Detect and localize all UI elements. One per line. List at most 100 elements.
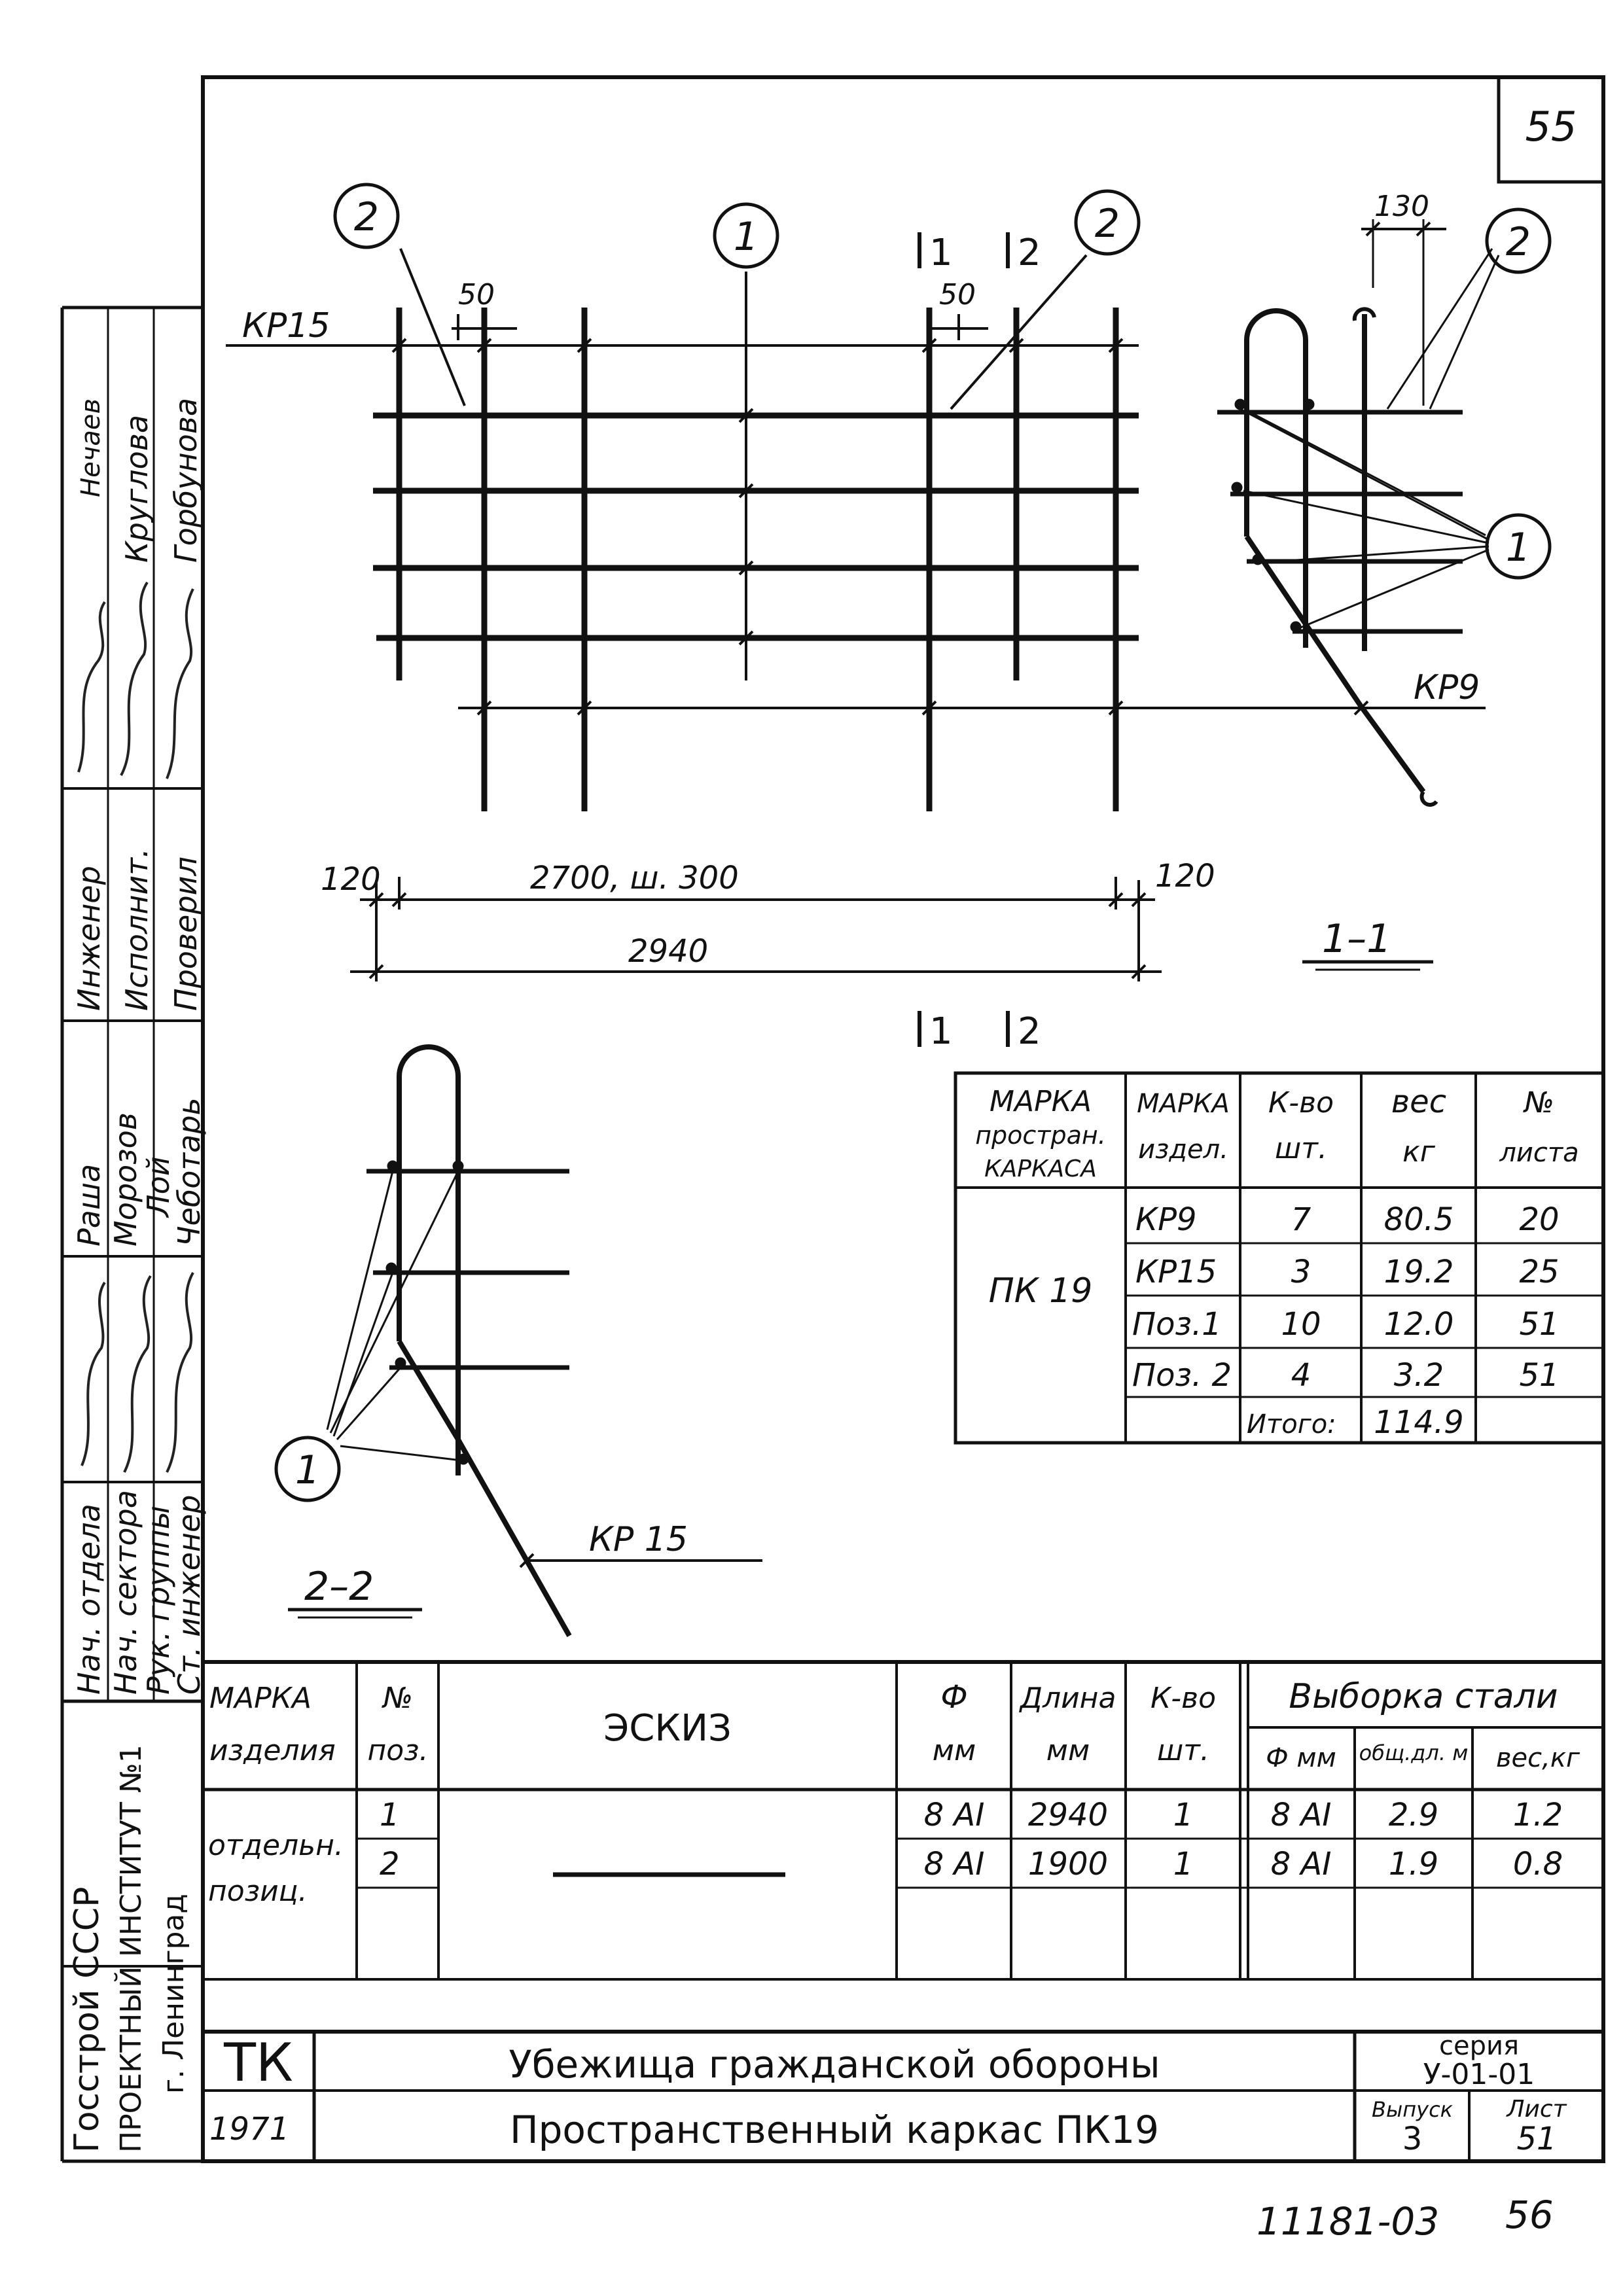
svg-text:поз.: поз. [367, 1734, 428, 1767]
dim-50: 50 [939, 278, 976, 311]
table-cell: 12.0 [1384, 1306, 1454, 1343]
callout-number: 2 [1095, 201, 1120, 247]
svg-text:Горбунова: Горбунова [168, 398, 204, 563]
section-mark: 1 [929, 1010, 953, 1053]
svg-text:шт.: шт. [1275, 1132, 1327, 1165]
svg-text:МАРКА: МАРКА [990, 1085, 1092, 1118]
svg-text:мм: мм [933, 1734, 976, 1767]
svg-text:К-во: К-во [1150, 1682, 1216, 1715]
dim-right: 120 [1155, 858, 1215, 894]
svg-text:листа: листа [1499, 1138, 1578, 1168]
archive-number: 11181-03 [1257, 2199, 1439, 2244]
total-value: 114.9 [1374, 1404, 1463, 1441]
svg-text:Лой: Лой [141, 1156, 176, 1218]
title-line-1: Убежища гражданской обороны [508, 2042, 1160, 2087]
table-cell: 3.2 [1394, 1357, 1444, 1394]
section-mark: 2 [1018, 232, 1041, 274]
svg-text:шт.: шт. [1157, 1734, 1209, 1767]
dim-left: 120 [321, 861, 381, 898]
table-cell: 10 [1281, 1306, 1321, 1343]
svg-text:Ст. инженер: Ст. инженер [171, 1495, 207, 1695]
table-cell: 2.9 [1389, 1797, 1438, 1833]
svg-text:кг: кг [1402, 1135, 1436, 1169]
table-cell: 51 [1519, 1306, 1559, 1343]
title-line-2: Пространственный каркас ПК19 [510, 2108, 1159, 2152]
table-cell: 1 [380, 1797, 400, 1833]
callout-circle [1074, 189, 1141, 256]
callout-circle [274, 1436, 341, 1502]
bottom-table-header: МАРКА изделия № поз. ЭСКИЗ Ф мм Длина мм… [209, 1677, 1580, 1773]
dim-total: 2940 [628, 933, 708, 970]
svg-text:позиц.: позиц. [208, 1875, 308, 1908]
mark-kr15: КР15 [242, 306, 330, 345]
table-cell: 3 [1291, 1254, 1311, 1290]
svg-text:Выборка стали: Выборка стали [1289, 1677, 1558, 1716]
spec-table [954, 1071, 1605, 1445]
callout-number: 2 [1506, 219, 1531, 265]
callout-number: 2 [354, 194, 379, 240]
svg-text:мм: мм [1046, 1734, 1090, 1767]
table-cell: 25 [1519, 1254, 1559, 1290]
spec-table-header: МАРКА простран. КАРКАСА МАРКА издел. К-в… [975, 1084, 1578, 1182]
table-cell: 20 [1519, 1201, 1559, 1238]
mark-kr9: КР9 [1414, 668, 1480, 707]
svg-text:Чеботарь: Чеботарь [171, 1097, 207, 1246]
bottom-table-rows: отдельн. позиц. 1 8 АI 2940 1 8 АI 2.9 1… [208, 1797, 1563, 1908]
mark-kr15: КР 15 [589, 1520, 688, 1559]
table-cell: 2940 [1028, 1797, 1108, 1833]
svg-text:вес: вес [1391, 1084, 1446, 1120]
svg-text:КАРКАСА: КАРКАСА [984, 1156, 1097, 1182]
spec-table-rows: КР9 7 80.5 20 КР15 3 19.2 25 Поз.1 10 12… [1132, 1201, 1560, 1441]
svg-text:№: № [381, 1682, 413, 1715]
svg-text:Госстрой СССР: Госстрой СССР [67, 1887, 107, 2153]
table-cell: 8 АI [1271, 1846, 1332, 1882]
table-cell: КР15 [1135, 1254, 1217, 1290]
table-cell: 8 АI [1271, 1797, 1332, 1833]
table-cell: Поз.1 [1132, 1306, 1222, 1343]
svg-text:Круглова: Круглова [119, 415, 154, 563]
svg-text:Длина: Длина [1019, 1682, 1116, 1715]
archive-sheet: 56 [1505, 2193, 1554, 2237]
table-cell: 1 [1173, 1846, 1194, 1882]
table-cell: 19.2 [1384, 1254, 1454, 1290]
table-cell: 1 [1173, 1797, 1194, 1833]
table-cell: Поз. 2 [1132, 1357, 1232, 1394]
section-2-2 [274, 1044, 762, 1637]
table-cell: 1.9 [1389, 1846, 1438, 1882]
dim-middle: 2700, ш. 300 [530, 860, 739, 896]
series-label: серия [1439, 2031, 1519, 2061]
svg-text:общ.дл. м: общ.дл. м [1359, 1740, 1469, 1765]
svg-text:изделия: изделия [209, 1734, 336, 1767]
frame-mark: ПК 19 [989, 1271, 1093, 1311]
callout-circle [333, 183, 400, 249]
svg-text:вес,кг: вес,кг [1496, 1743, 1580, 1773]
svg-text:издел.: издел. [1138, 1135, 1228, 1165]
side-block-text: Госстрой СССР ПРОЕКТНЫЙ ИНСТИТУТ №1 г. Л… [67, 398, 207, 2153]
svg-text:Рук. группы: Рук. группы [141, 1506, 176, 1695]
table-cell: 8 АI [924, 1846, 985, 1882]
table-cell: 1900 [1028, 1846, 1108, 1882]
svg-text:МАРКА: МАРКА [1137, 1089, 1230, 1119]
sheet-value: 51 [1516, 2121, 1556, 2157]
svg-text:Ф: Ф [940, 1679, 967, 1716]
svg-text:Морозов: Морозов [108, 1112, 143, 1246]
side-block [60, 306, 203, 2163]
svg-text:Нечаев: Нечаев [76, 398, 106, 497]
svg-text:К-во: К-во [1268, 1086, 1334, 1120]
section-1-1-label: 1–1 [1322, 916, 1391, 962]
section-1-1 [1217, 207, 1552, 971]
svg-text:ЭСКИЗ: ЭСКИЗ [603, 1707, 732, 1750]
callout-circle [1485, 513, 1552, 580]
table-cell: 51 [1519, 1357, 1559, 1394]
table-cell: 7 [1291, 1201, 1311, 1238]
svg-text:Проверил: Проверил [168, 857, 204, 1011]
callout-number: 1 [734, 214, 758, 260]
sheet-label: Лист [1505, 2096, 1567, 2123]
callout-circle [1485, 207, 1552, 274]
section-2-2-label: 2–2 [304, 1564, 374, 1610]
callout-number: 1 [1506, 525, 1531, 571]
svg-text:Исполнит.: Исполнит. [119, 848, 154, 1011]
page-number-box [1497, 75, 1605, 184]
page-number: 55 [1525, 103, 1577, 150]
